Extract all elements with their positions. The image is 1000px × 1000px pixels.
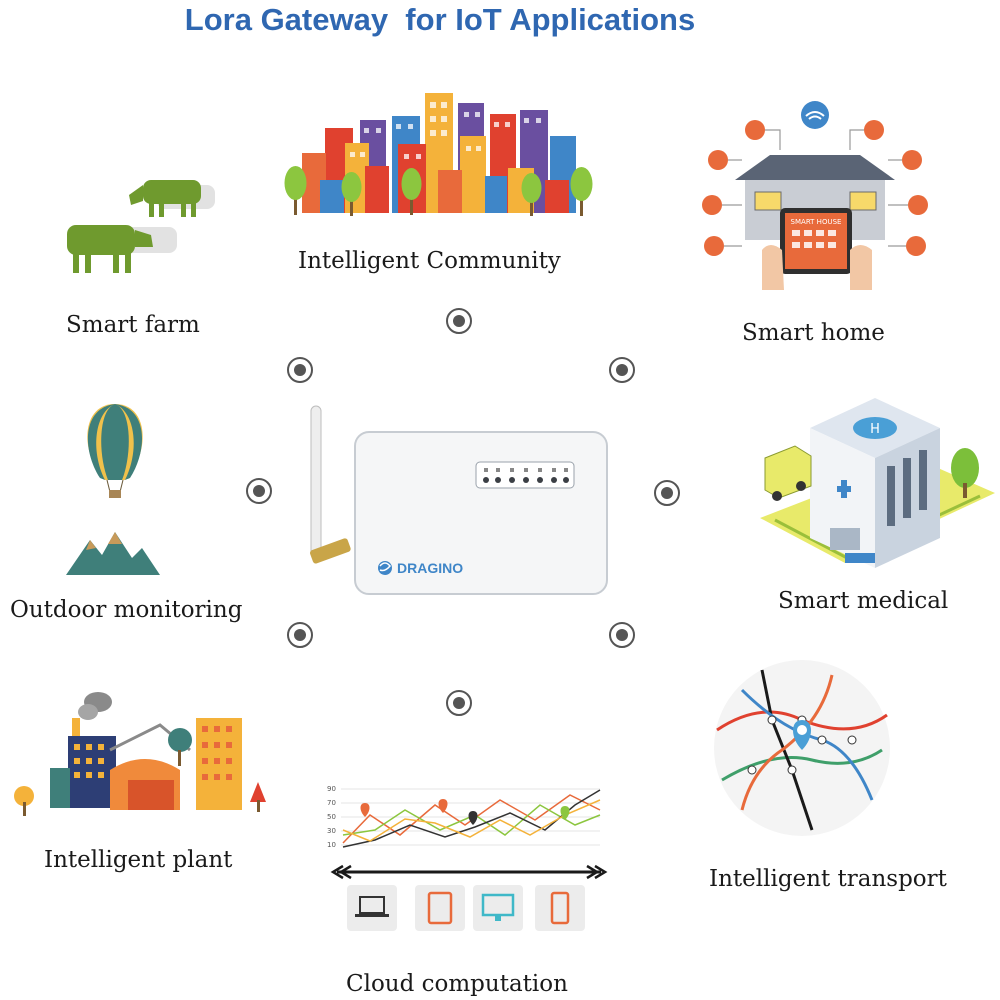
radio-target-icon-bottom <box>446 690 472 716</box>
radio-target-icon-bottom-left <box>287 622 313 648</box>
smart-home-label: Smart home <box>742 320 885 346</box>
chart-tick-30: 30 <box>327 827 336 835</box>
radio-target-icon-bottom-right <box>609 622 635 648</box>
intelligent-community-label: Intelligent Community <box>298 248 561 274</box>
smart-medical-label: Smart medical <box>778 588 949 614</box>
phone-icon <box>550 891 570 925</box>
radio-target-icon-top-left <box>287 357 313 383</box>
chart-tick-10: 10 <box>327 841 336 849</box>
tablet-icon <box>427 891 453 925</box>
intelligent-transport-label: Intelligent transport <box>709 866 947 892</box>
gateway-brand-text: DRAGINO <box>397 560 463 576</box>
dragino-logo: DRAGINO <box>378 560 463 576</box>
radio-target-icon-top <box>446 308 472 334</box>
map-pin-icon <box>793 720 811 750</box>
svg-text:H: H <box>870 422 880 437</box>
factory-illustration <box>14 692 266 816</box>
cloud-computation-label: Cloud computation <box>346 971 568 997</box>
wifi-icon <box>805 111 825 120</box>
cloud-analytics-illustration: 90 70 50 30 10 <box>327 785 608 931</box>
radio-target-icon-top-right <box>609 357 635 383</box>
smart-house-illustration: SMART HOUSE <box>702 101 928 290</box>
hot-air-balloon-illustration <box>66 404 160 575</box>
smart-farm-label: Smart farm <box>66 312 200 338</box>
chart-tick-90: 90 <box>327 785 336 793</box>
lora-gateway-device: DRAGINO <box>309 405 608 595</box>
smart-house-screen-text: SMART HOUSE <box>791 218 842 226</box>
city-skyline-illustration <box>284 93 593 216</box>
chart-tick-50: 50 <box>327 813 336 821</box>
monitor-icon <box>481 893 515 921</box>
outdoor-monitoring-label: Outdoor monitoring <box>10 597 243 623</box>
intelligent-plant-label: Intelligent plant <box>44 847 233 873</box>
hospital-illustration: H <box>760 398 995 568</box>
laptop-icon <box>355 896 389 917</box>
cows-illustration <box>67 180 215 273</box>
metro-map-illustration <box>714 660 890 836</box>
radio-target-icon-right <box>654 480 680 506</box>
diagram-title: Lora Gateway for IoT Applications <box>184 2 696 37</box>
chart-tick-70: 70 <box>327 799 336 807</box>
radio-target-icon-left <box>246 478 272 504</box>
